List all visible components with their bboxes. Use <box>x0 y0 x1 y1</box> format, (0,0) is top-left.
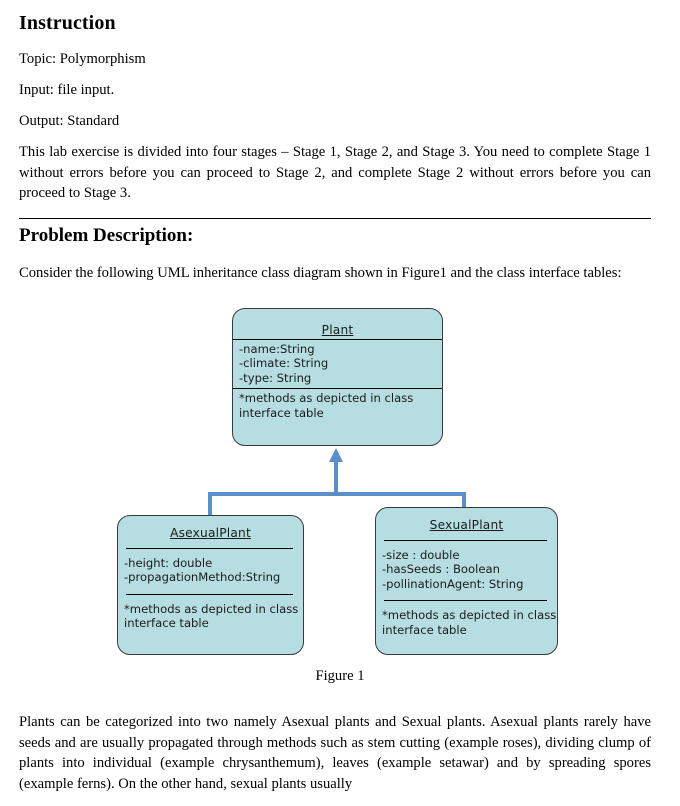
uml-attribute: -type: String <box>239 370 312 385</box>
uml-class-plant-divider-bottom <box>233 388 442 390</box>
closing-paragraph: Plants can be categorized into two namel… <box>19 714 651 792</box>
uml-method-note: *methods as depicted in class interface … <box>124 601 299 631</box>
section-divider <box>19 217 651 219</box>
uml-attribute: -propagationMethod:String <box>124 570 281 585</box>
inheritance-connector-bar <box>208 492 466 496</box>
problem-description-heading: Problem Description: <box>19 224 194 246</box>
uml-class-asexualplant-title: AsexualPlant <box>170 526 251 540</box>
inheritance-connector-left-drop <box>208 492 212 517</box>
inheritance-connector-riser <box>334 460 338 494</box>
uml-method-note: *methods as depicted in class interface … <box>239 391 414 420</box>
uml-class-sexualplant-attributes: -size : double -hasSeeds : Boolean -poll… <box>376 546 557 594</box>
uml-class-asexualplant-divider-bottom <box>126 593 293 595</box>
uml-class-asexualplant-attributes: -height: double -propagationMethod:Strin… <box>118 554 303 588</box>
uml-class-plant-attributes: -name:String -climate: String -type: Str… <box>233 340 442 388</box>
uml-attribute: -hasSeeds : Boolean <box>382 562 500 577</box>
uml-method-note: *methods as depicted in class interface … <box>382 608 557 637</box>
inheritance-arrow-icon <box>329 448 343 462</box>
uml-class-sexualplant: SexualPlant -size : double -hasSeeds : B… <box>375 507 558 655</box>
uml-class-diagram: Plant -name:String -climate: String -typ… <box>0 300 680 665</box>
inheritance-connector-right-drop <box>462 492 466 517</box>
uml-class-plant-title: Plant <box>321 323 354 337</box>
instruction-heading: Instruction <box>19 12 116 34</box>
figure-caption: Figure 1 <box>315 668 365 684</box>
uml-class-plant-methods: *methods as depicted in class interface … <box>233 389 442 423</box>
document-content: Instruction Topic: Polymorphism Input: f… <box>19 12 651 294</box>
uml-class-asexualplant: AsexualPlant -height: double -propagatio… <box>117 515 304 655</box>
closing-paragraph-wrap: Plants can be categorized into two namel… <box>19 712 651 794</box>
uml-attribute: -pollinationAgent: String <box>382 576 524 591</box>
uml-attribute: -name:String <box>239 342 315 356</box>
uml-attribute: -climate: String <box>239 356 329 371</box>
uml-class-sexualplant-divider-top <box>384 540 547 541</box>
uml-class-sexualplant-methods: *methods as depicted in class interface … <box>376 606 557 640</box>
uml-attribute: -height: double <box>124 556 213 570</box>
topic-line: Topic: Polymorphism <box>19 51 146 67</box>
output-line: Output: Standard <box>19 113 120 129</box>
uml-class-asexualplant-methods: *methods as depicted in class interface … <box>118 600 303 634</box>
uml-class-plant-divider-top <box>233 339 442 340</box>
uml-class-asexualplant-divider-top <box>126 548 293 549</box>
problem-description-intro: Consider the following UML inheritance c… <box>19 264 622 281</box>
instruction-paragraph: This lab exercise is divided into four s… <box>19 144 651 201</box>
uml-class-sexualplant-title: SexualPlant <box>429 518 504 532</box>
uml-class-sexualplant-divider-bottom <box>384 600 547 602</box>
uml-class-plant: Plant -name:String -climate: String -typ… <box>232 308 443 446</box>
input-line: Input: file input. <box>19 82 115 98</box>
uml-attribute: -size : double <box>382 548 460 562</box>
